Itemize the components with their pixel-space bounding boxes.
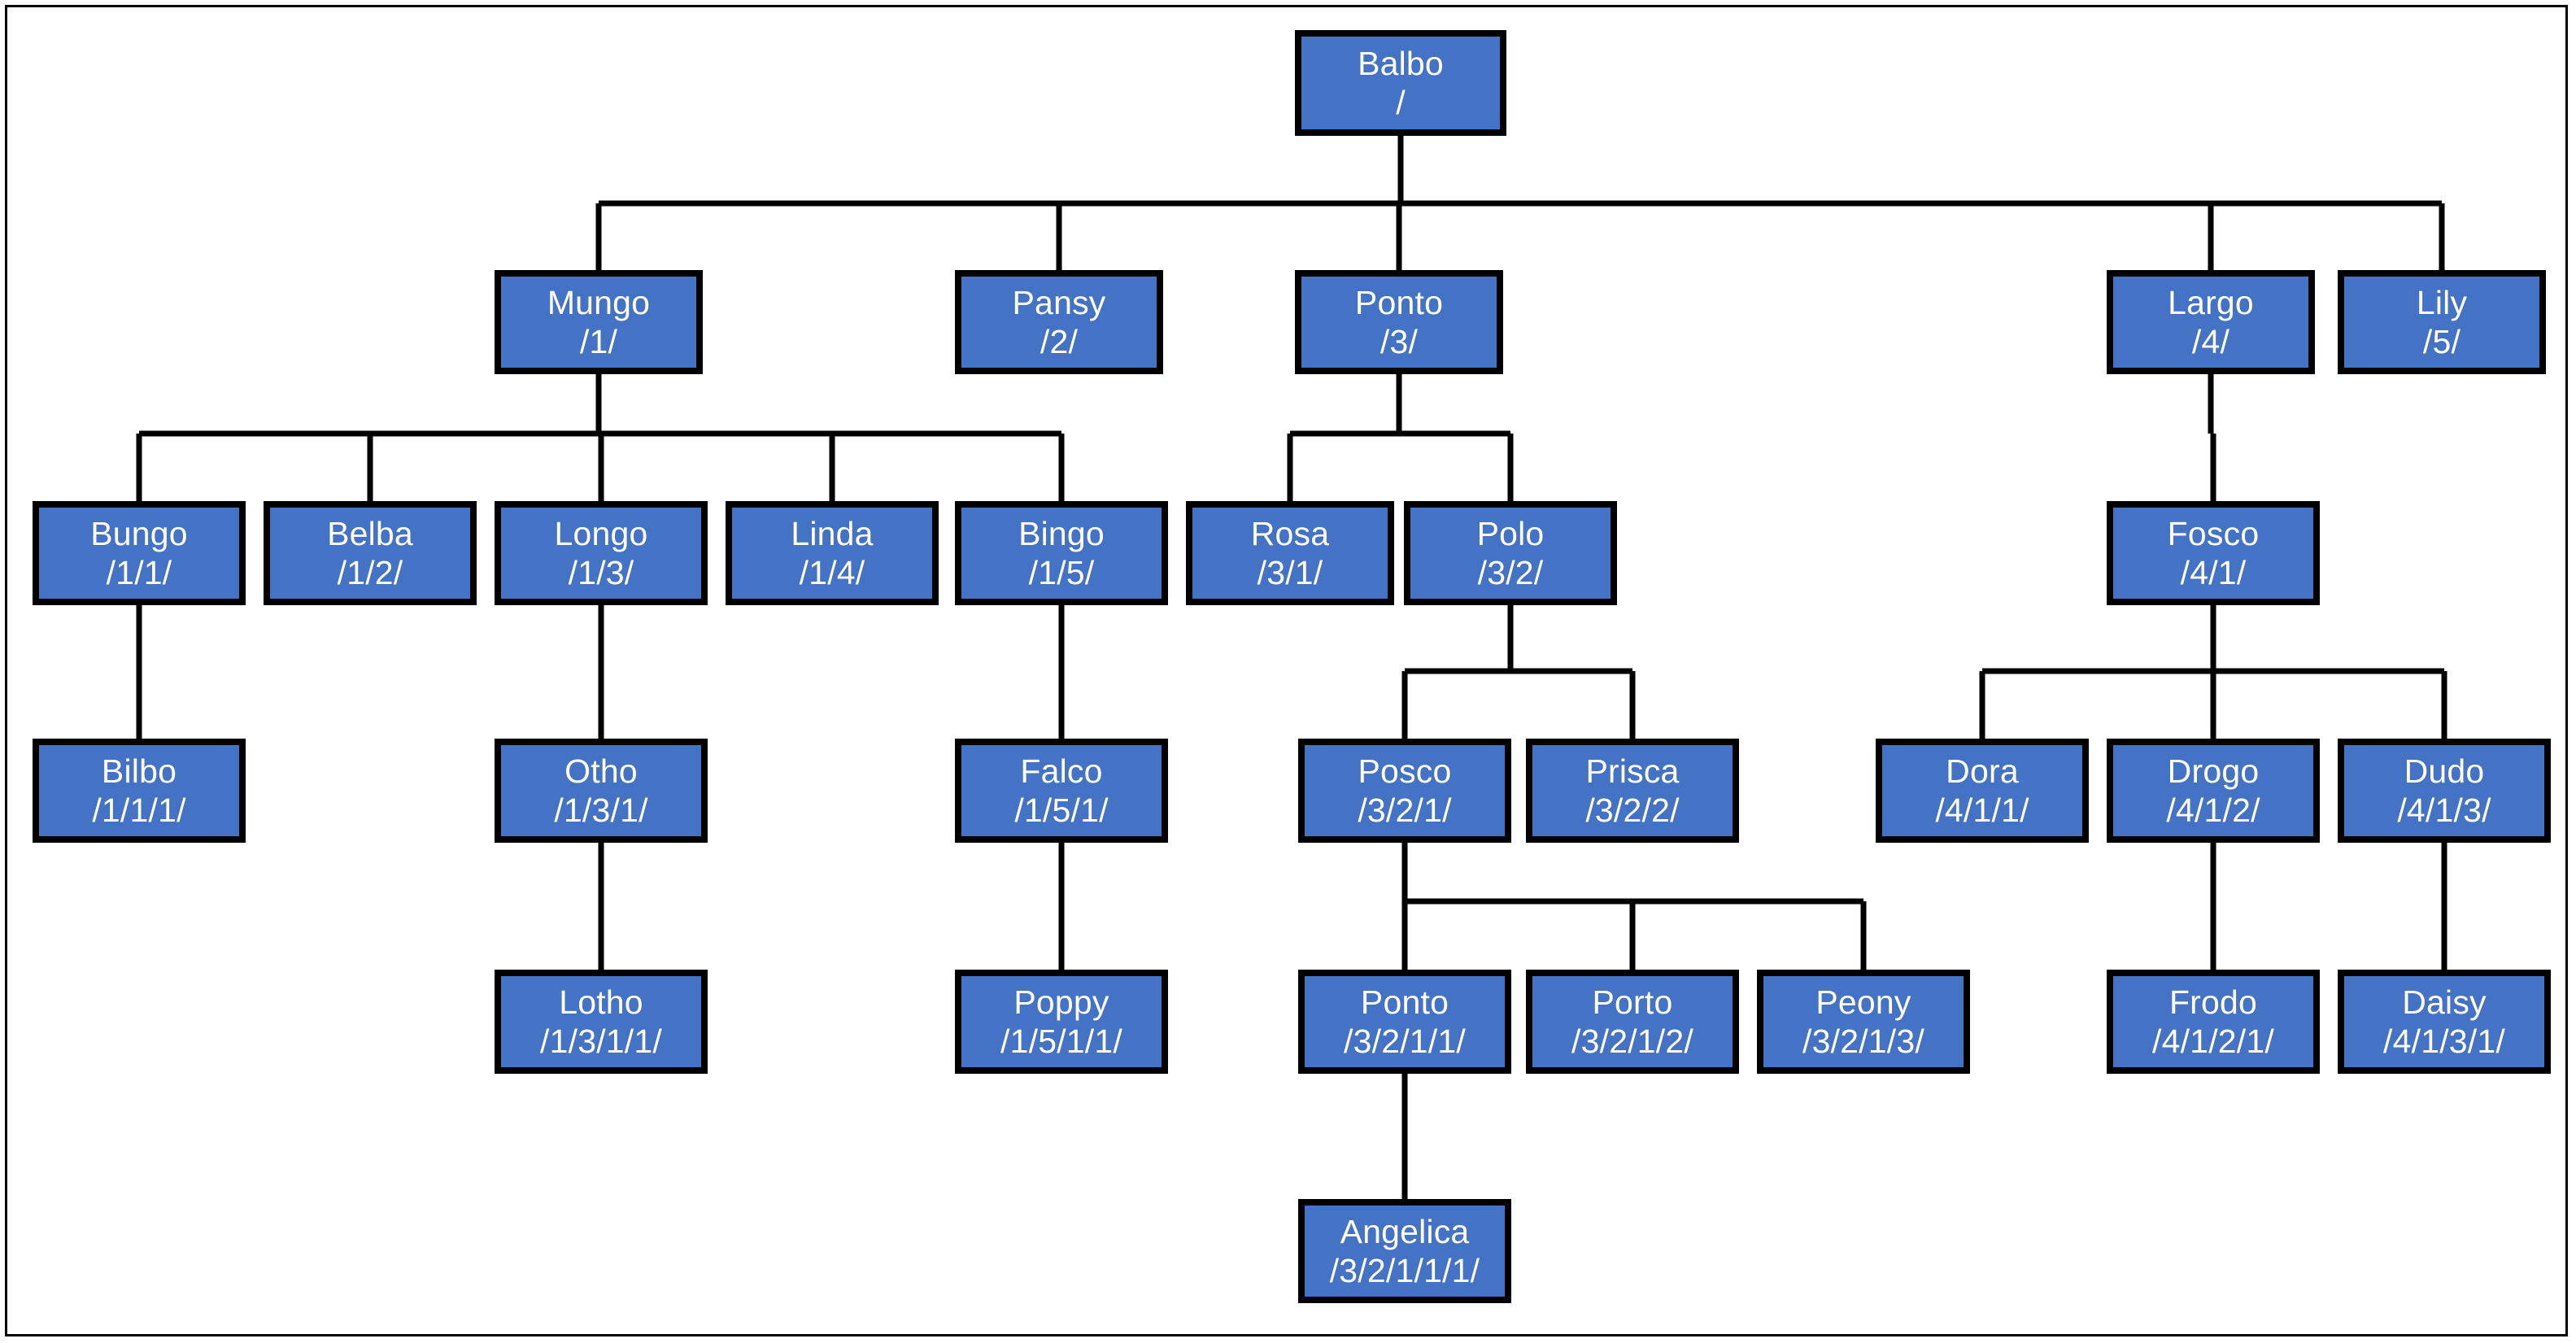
- node-name: Linda: [791, 514, 874, 552]
- tree-node-poppy[interactable]: Poppy/1/5/1/1/: [955, 970, 1168, 1074]
- node-name: Pansy: [1012, 283, 1106, 321]
- tree-node-bungo[interactable]: Bungo/1/1/: [33, 501, 246, 605]
- node-path: /2/: [1040, 323, 1079, 360]
- node-path: /4/1/1/: [1935, 791, 2029, 829]
- node-path: /1/1/1/: [92, 791, 186, 829]
- node-name: Largo: [2168, 283, 2254, 321]
- tree-node-balbo[interactable]: Balbo/: [1295, 30, 1506, 136]
- node-path: /1/5/1/: [1014, 791, 1109, 829]
- tree-node-angelica[interactable]: Angelica/3/2/1/1/1/: [1298, 1199, 1511, 1303]
- tree-node-lotho[interactable]: Lotho/1/3/1/1/: [495, 970, 708, 1074]
- node-path: /1/5/1/1/: [1000, 1023, 1122, 1060]
- node-path: /3/2/1/1/1/: [1329, 1252, 1480, 1289]
- node-name: Porto: [1592, 983, 1673, 1021]
- node-name: Prisca: [1585, 752, 1680, 790]
- node-name: Bingo: [1018, 514, 1105, 552]
- tree-node-belba[interactable]: Belba/1/2/: [264, 501, 477, 605]
- tree-node-ponto2[interactable]: Ponto/3/2/1/1/: [1298, 970, 1511, 1074]
- node-path: /4/1/3/1/: [2383, 1023, 2505, 1060]
- tree-node-peony[interactable]: Peony/3/2/1/3/: [1757, 970, 1970, 1074]
- tree-node-bilbo[interactable]: Bilbo/1/1/1/: [33, 739, 246, 843]
- node-name: Mungo: [547, 283, 651, 321]
- node-path: /1/2/: [337, 554, 403, 591]
- node-path: /1/5/: [1028, 554, 1095, 591]
- node-name: Ponto: [1354, 283, 1444, 321]
- node-path: /3/2/2/: [1585, 791, 1680, 829]
- tree-node-mungo[interactable]: Mungo/1/: [495, 270, 703, 374]
- node-name: Polo: [1476, 514, 1545, 552]
- tree-node-pansy[interactable]: Pansy/2/: [955, 270, 1163, 374]
- node-path: /3/2/1/2/: [1571, 1023, 1693, 1060]
- node-name: Belba: [327, 514, 413, 552]
- tree-node-posco[interactable]: Posco/3/2/1/: [1298, 739, 1511, 843]
- tree-node-dudo[interactable]: Dudo/4/1/3/: [2338, 739, 2551, 843]
- tree-node-frodo[interactable]: Frodo/4/1/2/1/: [2107, 970, 2320, 1074]
- node-name: Poppy: [1013, 983, 1109, 1021]
- node-path: /1/: [579, 323, 618, 360]
- node-path: /3/2/1/1/: [1344, 1023, 1466, 1060]
- node-path: /3/2/: [1477, 554, 1544, 591]
- node-name: Angelica: [1340, 1212, 1470, 1250]
- node-path: /: [1396, 84, 1406, 121]
- node-name: Frodo: [2168, 983, 2258, 1021]
- tree-node-falco[interactable]: Falco/1/5/1/: [955, 739, 1168, 843]
- node-path: /5/: [2422, 323, 2461, 360]
- node-name: Longo: [554, 514, 648, 552]
- node-name: Dora: [1946, 752, 2019, 790]
- node-name: Daisy: [2402, 983, 2487, 1021]
- node-path: /4/: [2191, 323, 2230, 360]
- node-path: /4/1/: [2180, 554, 2247, 591]
- tree-node-otho[interactable]: Otho/1/3/1/: [495, 739, 708, 843]
- node-path: /4/1/3/: [2397, 791, 2491, 829]
- node-name: Otho: [564, 752, 638, 790]
- node-name: Bilbo: [101, 752, 177, 790]
- node-name: Peony: [1815, 983, 1911, 1021]
- tree-node-ponto1[interactable]: Ponto/3/: [1295, 270, 1503, 374]
- node-name: Posco: [1358, 752, 1452, 790]
- node-path: /3/2/1/3/: [1802, 1023, 1924, 1060]
- node-path: /4/1/2/: [2166, 791, 2260, 829]
- tree-node-polo[interactable]: Polo/3/2/: [1404, 501, 1617, 605]
- node-path: /3/: [1380, 323, 1419, 360]
- node-name: Fosco: [2167, 514, 2260, 552]
- tree-node-longo[interactable]: Longo/1/3/: [495, 501, 708, 605]
- tree-node-lily[interactable]: Lily/5/: [2338, 270, 2546, 374]
- node-name: Balbo: [1358, 44, 1444, 82]
- node-name: Drogo: [2167, 752, 2260, 790]
- tree-node-bingo[interactable]: Bingo/1/5/: [955, 501, 1168, 605]
- node-path: /1/3/: [568, 554, 634, 591]
- tree-node-linda[interactable]: Linda/1/4/: [726, 501, 939, 605]
- node-name: Lily: [2416, 283, 2468, 321]
- node-path: /1/1/: [106, 554, 172, 591]
- tree-node-rosa[interactable]: Rosa/3/1/: [1186, 501, 1394, 605]
- tree-node-daisy[interactable]: Daisy/4/1/3/1/: [2338, 970, 2551, 1074]
- node-name: Ponto: [1360, 983, 1449, 1021]
- node-name: Falco: [1020, 752, 1103, 790]
- node-path: /4/1/2/1/: [2152, 1023, 2274, 1060]
- node-name: Lotho: [559, 983, 643, 1021]
- node-path: /1/3/1/: [554, 791, 648, 829]
- tree-node-dora[interactable]: Dora/4/1/1/: [1876, 739, 2089, 843]
- tree-node-fosco[interactable]: Fosco/4/1/: [2107, 501, 2320, 605]
- node-path: /1/4/: [799, 554, 865, 591]
- tree-node-prisca[interactable]: Prisca/3/2/2/: [1526, 739, 1739, 843]
- node-name: Dudo: [2404, 752, 2485, 790]
- node-name: Rosa: [1250, 514, 1330, 552]
- node-path: /3/1/: [1257, 554, 1323, 591]
- node-name: Bungo: [90, 514, 188, 552]
- tree-node-drogo[interactable]: Drogo/4/1/2/: [2107, 739, 2320, 843]
- node-path: /1/3/1/1/: [540, 1023, 662, 1060]
- node-path: /3/2/1/: [1358, 791, 1452, 829]
- tree-node-largo[interactable]: Largo/4/: [2107, 270, 2315, 374]
- tree-node-porto[interactable]: Porto/3/2/1/2/: [1526, 970, 1739, 1074]
